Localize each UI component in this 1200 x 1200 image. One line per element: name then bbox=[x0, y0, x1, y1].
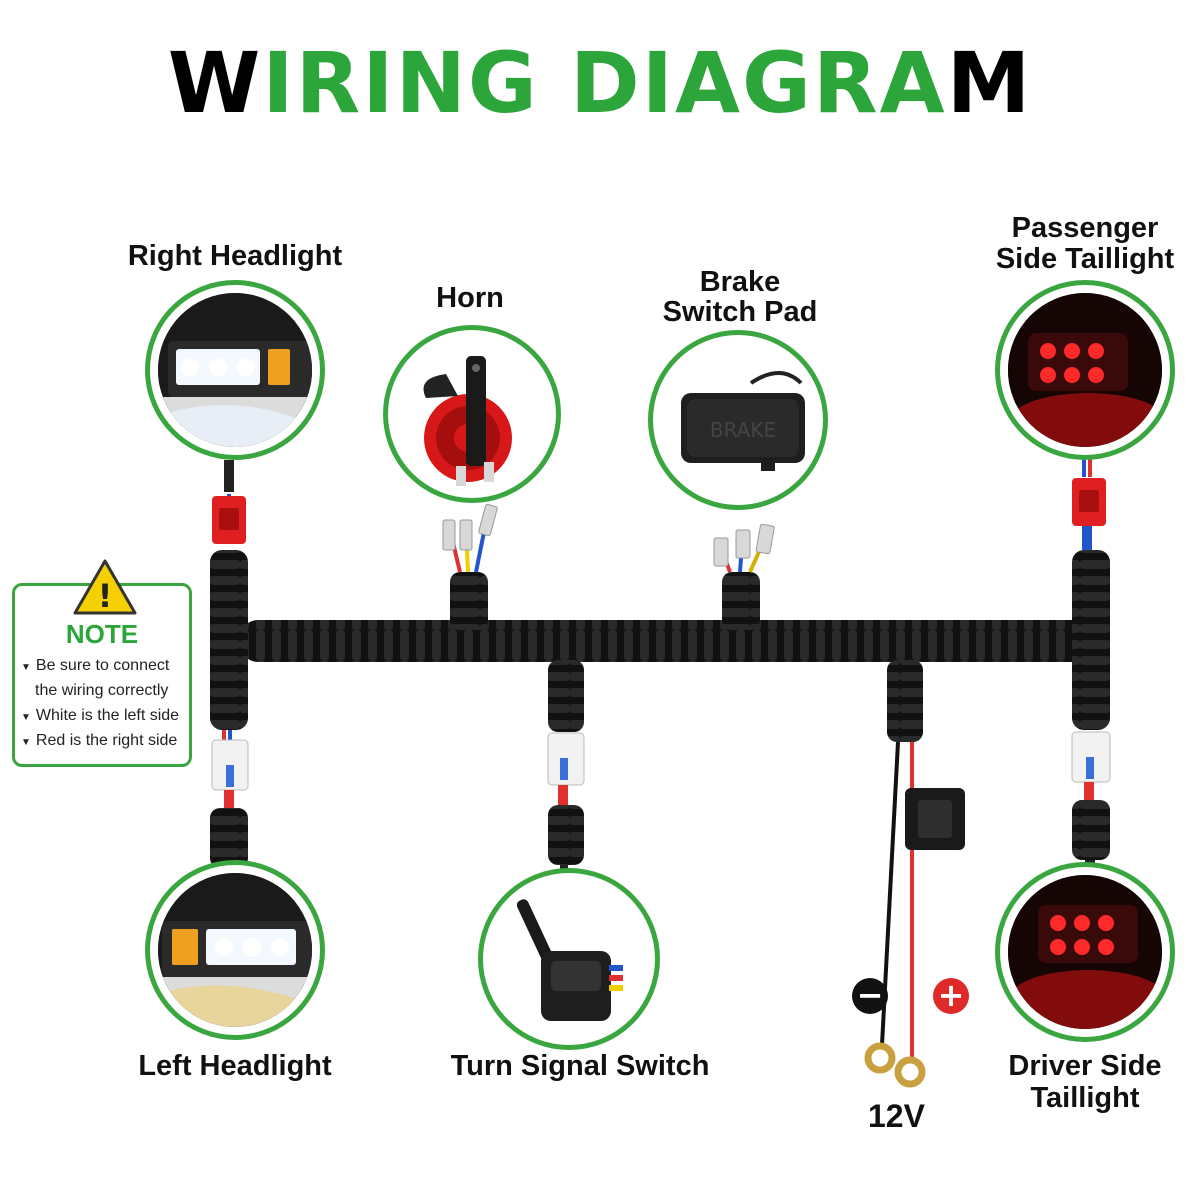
warning-icon: ! bbox=[73, 559, 137, 615]
turn-signal-image bbox=[478, 868, 660, 1050]
turn-branch-upper bbox=[548, 660, 584, 732]
horn-branch bbox=[450, 572, 488, 630]
left-headlight-label: Left Headlight bbox=[138, 1050, 332, 1082]
passenger-label-2: Side Taillight bbox=[995, 243, 1175, 275]
ring-terminal-positive bbox=[894, 1056, 926, 1088]
brake-pad-icon: BRAKE bbox=[681, 371, 805, 471]
headlight-icon-left bbox=[158, 873, 312, 1027]
driver-label-2: Taillight bbox=[1030, 1082, 1140, 1114]
brake-terminals bbox=[713, 523, 775, 573]
main-trunk bbox=[240, 620, 1100, 662]
headlight-icon bbox=[158, 293, 312, 447]
left-headlight-image bbox=[145, 860, 325, 1040]
taillight-icon-driver bbox=[1008, 875, 1162, 1029]
note-item: ▼White is the left side bbox=[21, 707, 180, 724]
turn-signal-icon bbox=[516, 899, 623, 1021]
brake-pad-image: BRAKE bbox=[648, 330, 828, 510]
positive-terminal-icon: + bbox=[933, 978, 969, 1014]
left-branch-upper bbox=[210, 550, 248, 730]
brake-branch bbox=[722, 572, 760, 630]
brake-label-2: Switch Pad bbox=[662, 296, 818, 328]
note-item: ▼Red is the right side bbox=[21, 732, 178, 749]
turn-signal-label: Turn Signal Switch bbox=[450, 1050, 710, 1082]
right-branch-upper bbox=[1072, 550, 1110, 730]
left-branch-lower bbox=[210, 808, 248, 868]
right-branch-lower bbox=[1072, 800, 1110, 860]
note-item: ▼Be sure to connect bbox=[21, 657, 170, 674]
svg-text:!: ! bbox=[98, 577, 113, 615]
right-headlight-label: Right Headlight bbox=[127, 240, 343, 272]
horn-image bbox=[383, 325, 561, 503]
ring-terminal-negative bbox=[864, 1042, 896, 1074]
page-title: WIRING DIAGRAM bbox=[167, 34, 1033, 132]
negative-terminal-icon: − bbox=[852, 978, 888, 1014]
note-box: ! NOTE ▼Be sure to connect the wiring co… bbox=[12, 559, 192, 767]
brake-pad-text: BRAKE bbox=[710, 418, 776, 442]
passenger-label-1: Passenger bbox=[1011, 212, 1159, 244]
brake-label-1: Brake bbox=[699, 266, 781, 298]
passenger-taillight-image bbox=[995, 280, 1175, 460]
power-branch bbox=[887, 660, 923, 742]
horn-icon bbox=[423, 356, 512, 486]
power-label: 12V bbox=[868, 1098, 925, 1134]
note-title: NOTE bbox=[65, 619, 139, 649]
horn-terminals bbox=[442, 503, 498, 573]
driver-label-1: Driver Side bbox=[1008, 1050, 1162, 1082]
taillight-icon bbox=[1008, 293, 1162, 447]
right-headlight-image bbox=[145, 280, 325, 460]
driver-taillight-image bbox=[995, 862, 1175, 1042]
note-item: the wiring correctly bbox=[35, 682, 169, 699]
horn-label: Horn bbox=[436, 282, 504, 314]
turn-branch-lower bbox=[548, 805, 584, 865]
